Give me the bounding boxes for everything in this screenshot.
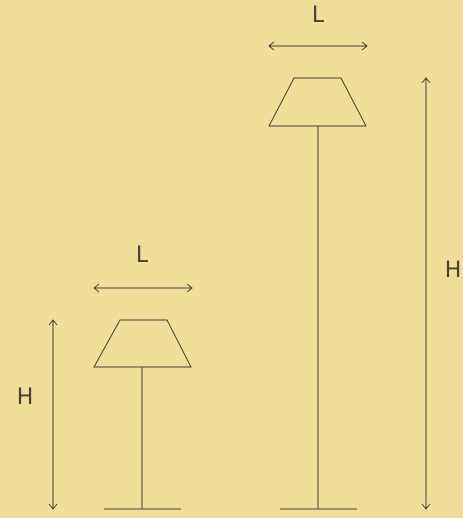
tall-lamp: L H — [268, 3, 462, 510]
small-lamp-height-label: H — [17, 385, 34, 410]
small-lamp-width-label: L — [136, 243, 149, 268]
small-lamp-shade — [93, 319, 192, 368]
tall-lamp-width-label: L — [312, 3, 325, 28]
small-lamp-height-arrow — [48, 319, 58, 510]
tall-lamp-width-arrow — [268, 41, 368, 51]
tall-lamp-shade — [268, 77, 367, 127]
tall-lamp-height-label: H — [445, 258, 462, 283]
small-lamp: L H — [17, 243, 193, 510]
small-lamp-width-arrow — [93, 283, 193, 293]
tall-lamp-height-arrow — [421, 77, 431, 510]
